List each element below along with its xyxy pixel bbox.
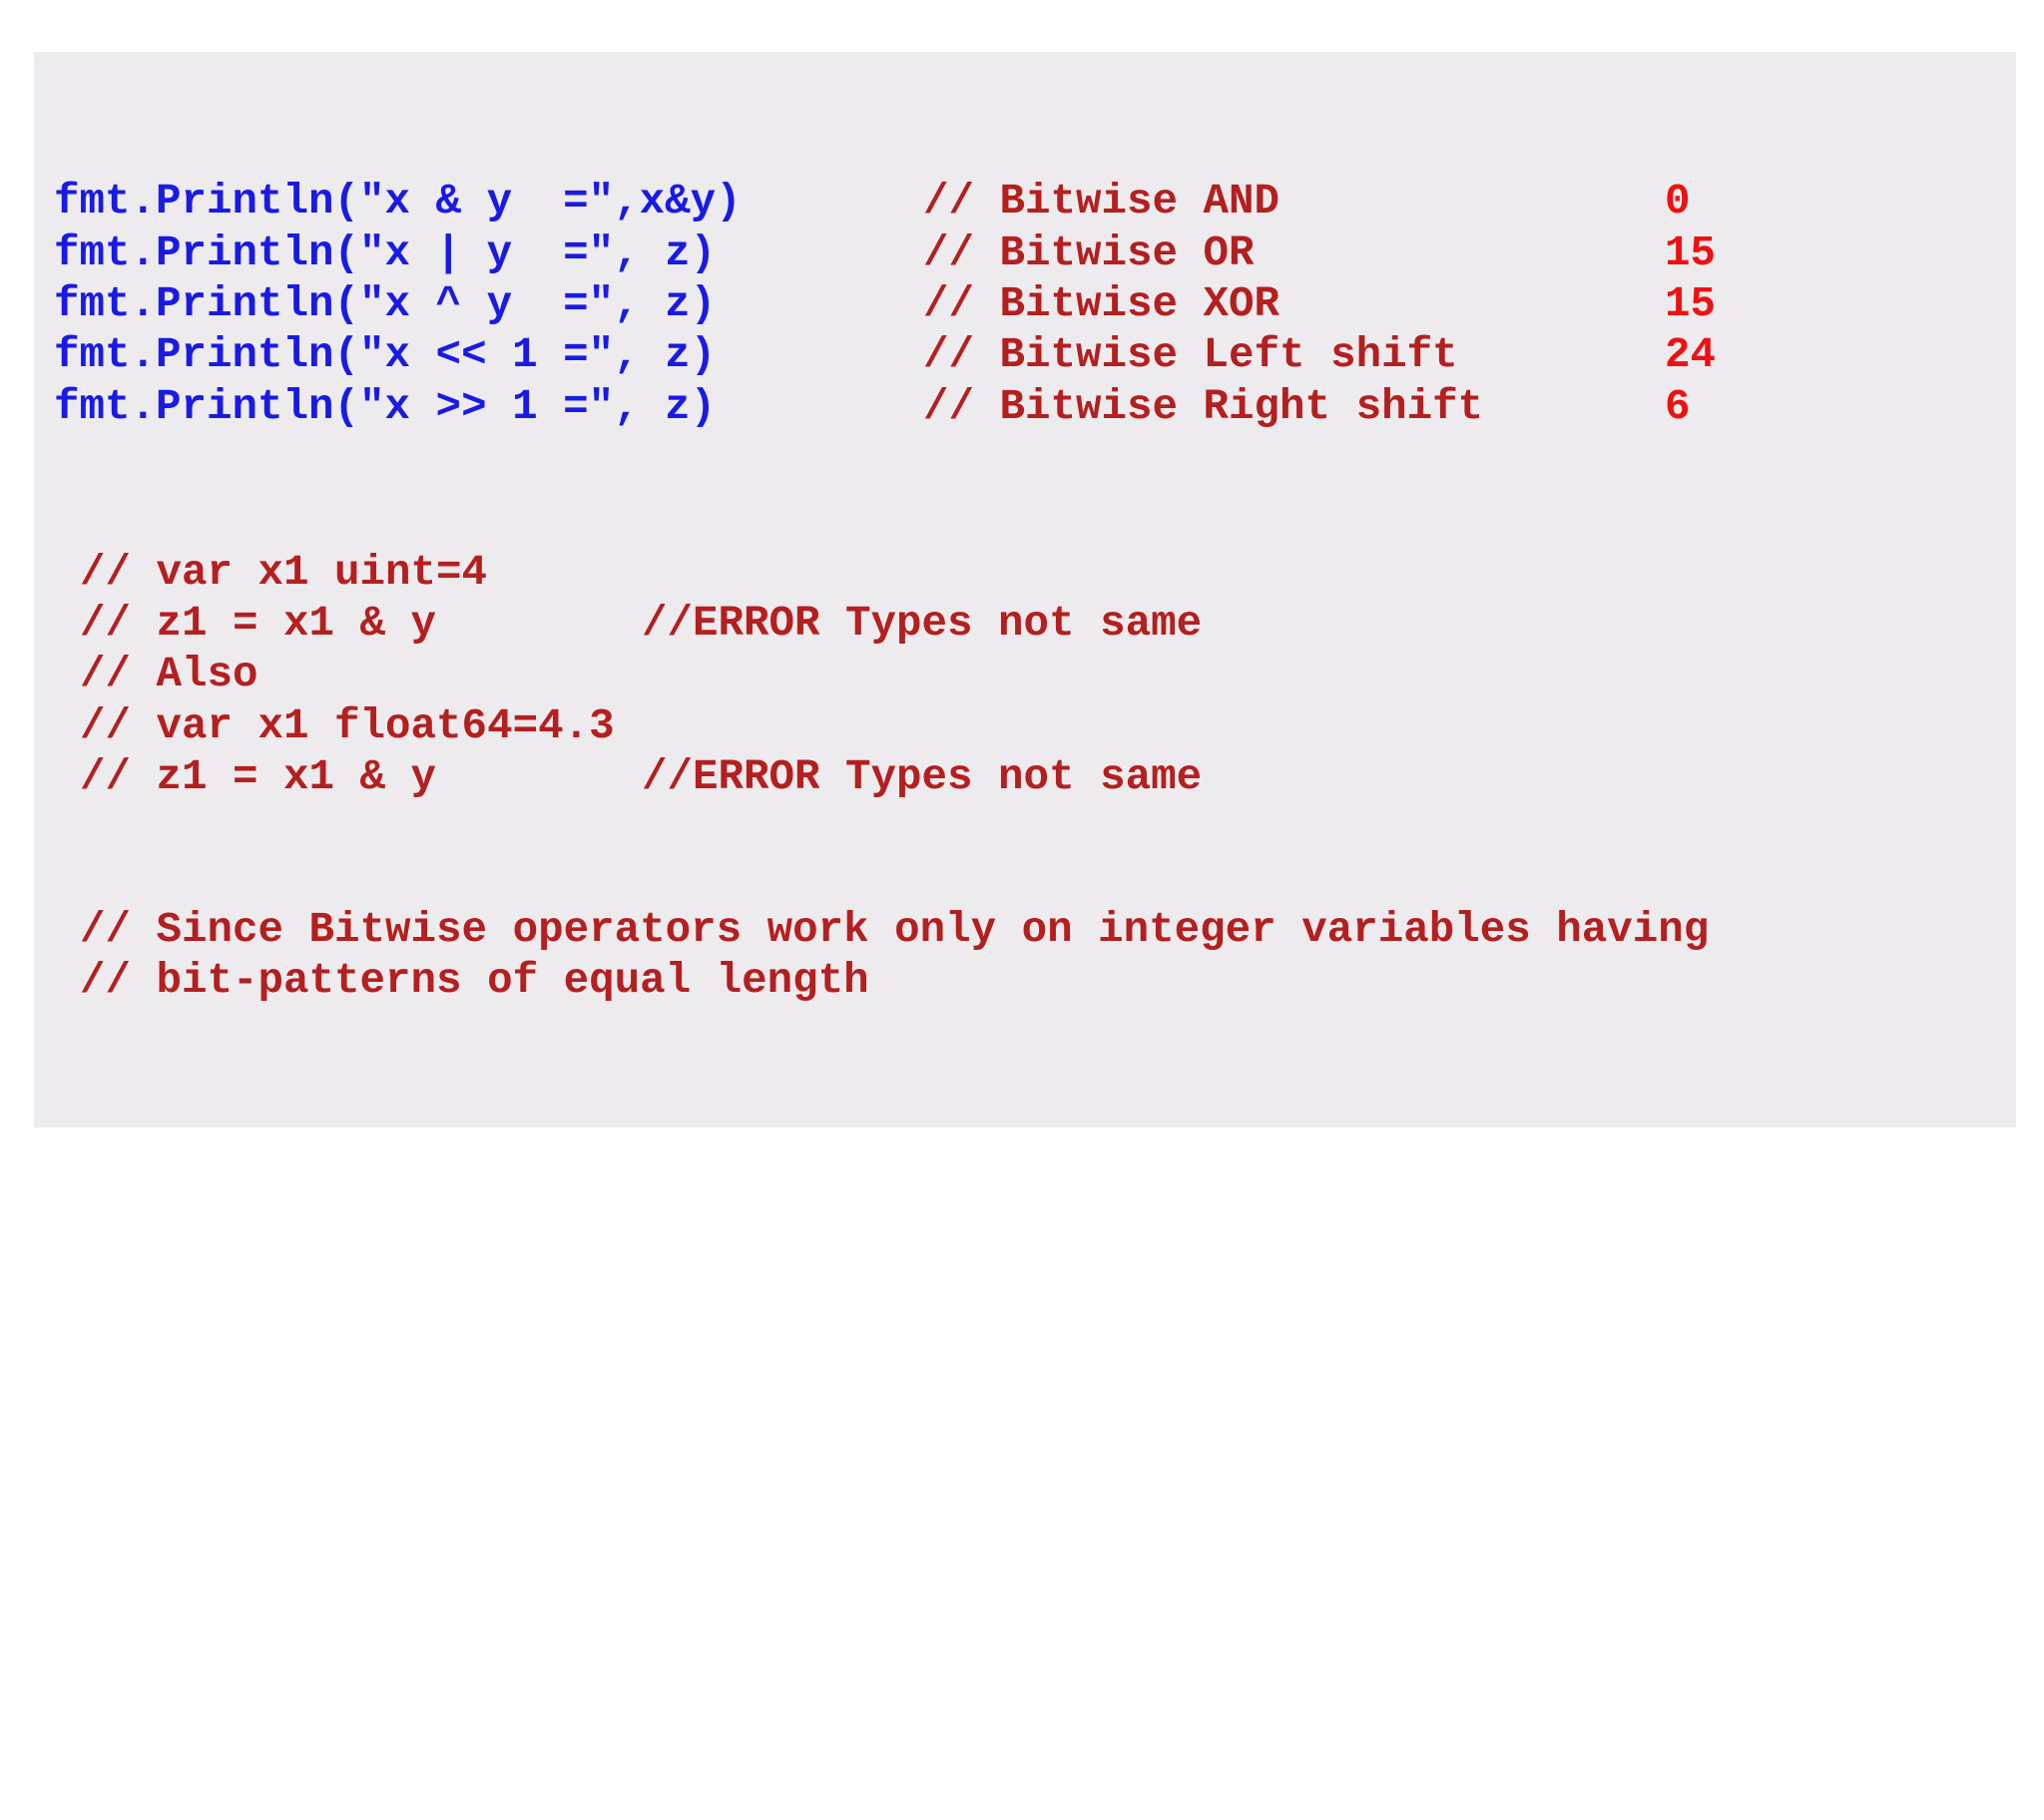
result-xor: 15 xyxy=(1665,280,1717,328)
code-line-left-shift: fmt.Println("x << 1 =", z) xyxy=(54,331,717,379)
code-block: fmt.Println("x & y =",x&y) // Bitwise AN… xyxy=(54,178,1717,1005)
comment-and: // Bitwise AND xyxy=(923,178,1280,226)
comment-or: // Bitwise OR xyxy=(923,229,1255,277)
error-line-3: // Also xyxy=(80,651,258,698)
result-right-shift: 6 xyxy=(1665,383,1691,431)
code-line-xor: fmt.Println("x ^ y =", z) xyxy=(54,280,717,328)
result-or: 15 xyxy=(1665,229,1717,277)
error-line-4: // var x1 float64=4.3 xyxy=(80,702,615,750)
code-line-right-shift: fmt.Println("x >> 1 =", z) xyxy=(54,383,717,431)
error-note-5: //ERROR Types not same xyxy=(642,753,1203,801)
error-line-5: // z1 = x1 & y xyxy=(80,753,437,801)
comment-right-shift: // Bitwise Right shift xyxy=(923,383,1484,431)
explanation-line-1: // Since Bitwise operators work only on … xyxy=(80,906,1710,954)
error-line-2: // z1 = x1 & y xyxy=(80,600,437,648)
comment-xor: // Bitwise XOR xyxy=(923,280,1280,328)
error-line-1: // var x1 uint=4 xyxy=(80,549,488,597)
slide-background xyxy=(34,52,2016,1128)
explanation-line-2: // bit-patterns of equal length xyxy=(80,957,869,1005)
result-left-shift: 24 xyxy=(1665,331,1717,379)
code-line-and: fmt.Println("x & y =",x&y) xyxy=(54,178,742,226)
code-line-or: fmt.Println("x | y =", z) xyxy=(54,229,717,277)
result-and: 0 xyxy=(1665,178,1691,226)
error-note-2: //ERROR Types not same xyxy=(642,600,1203,648)
comment-left-shift: // Bitwise Left shift xyxy=(923,331,1458,379)
